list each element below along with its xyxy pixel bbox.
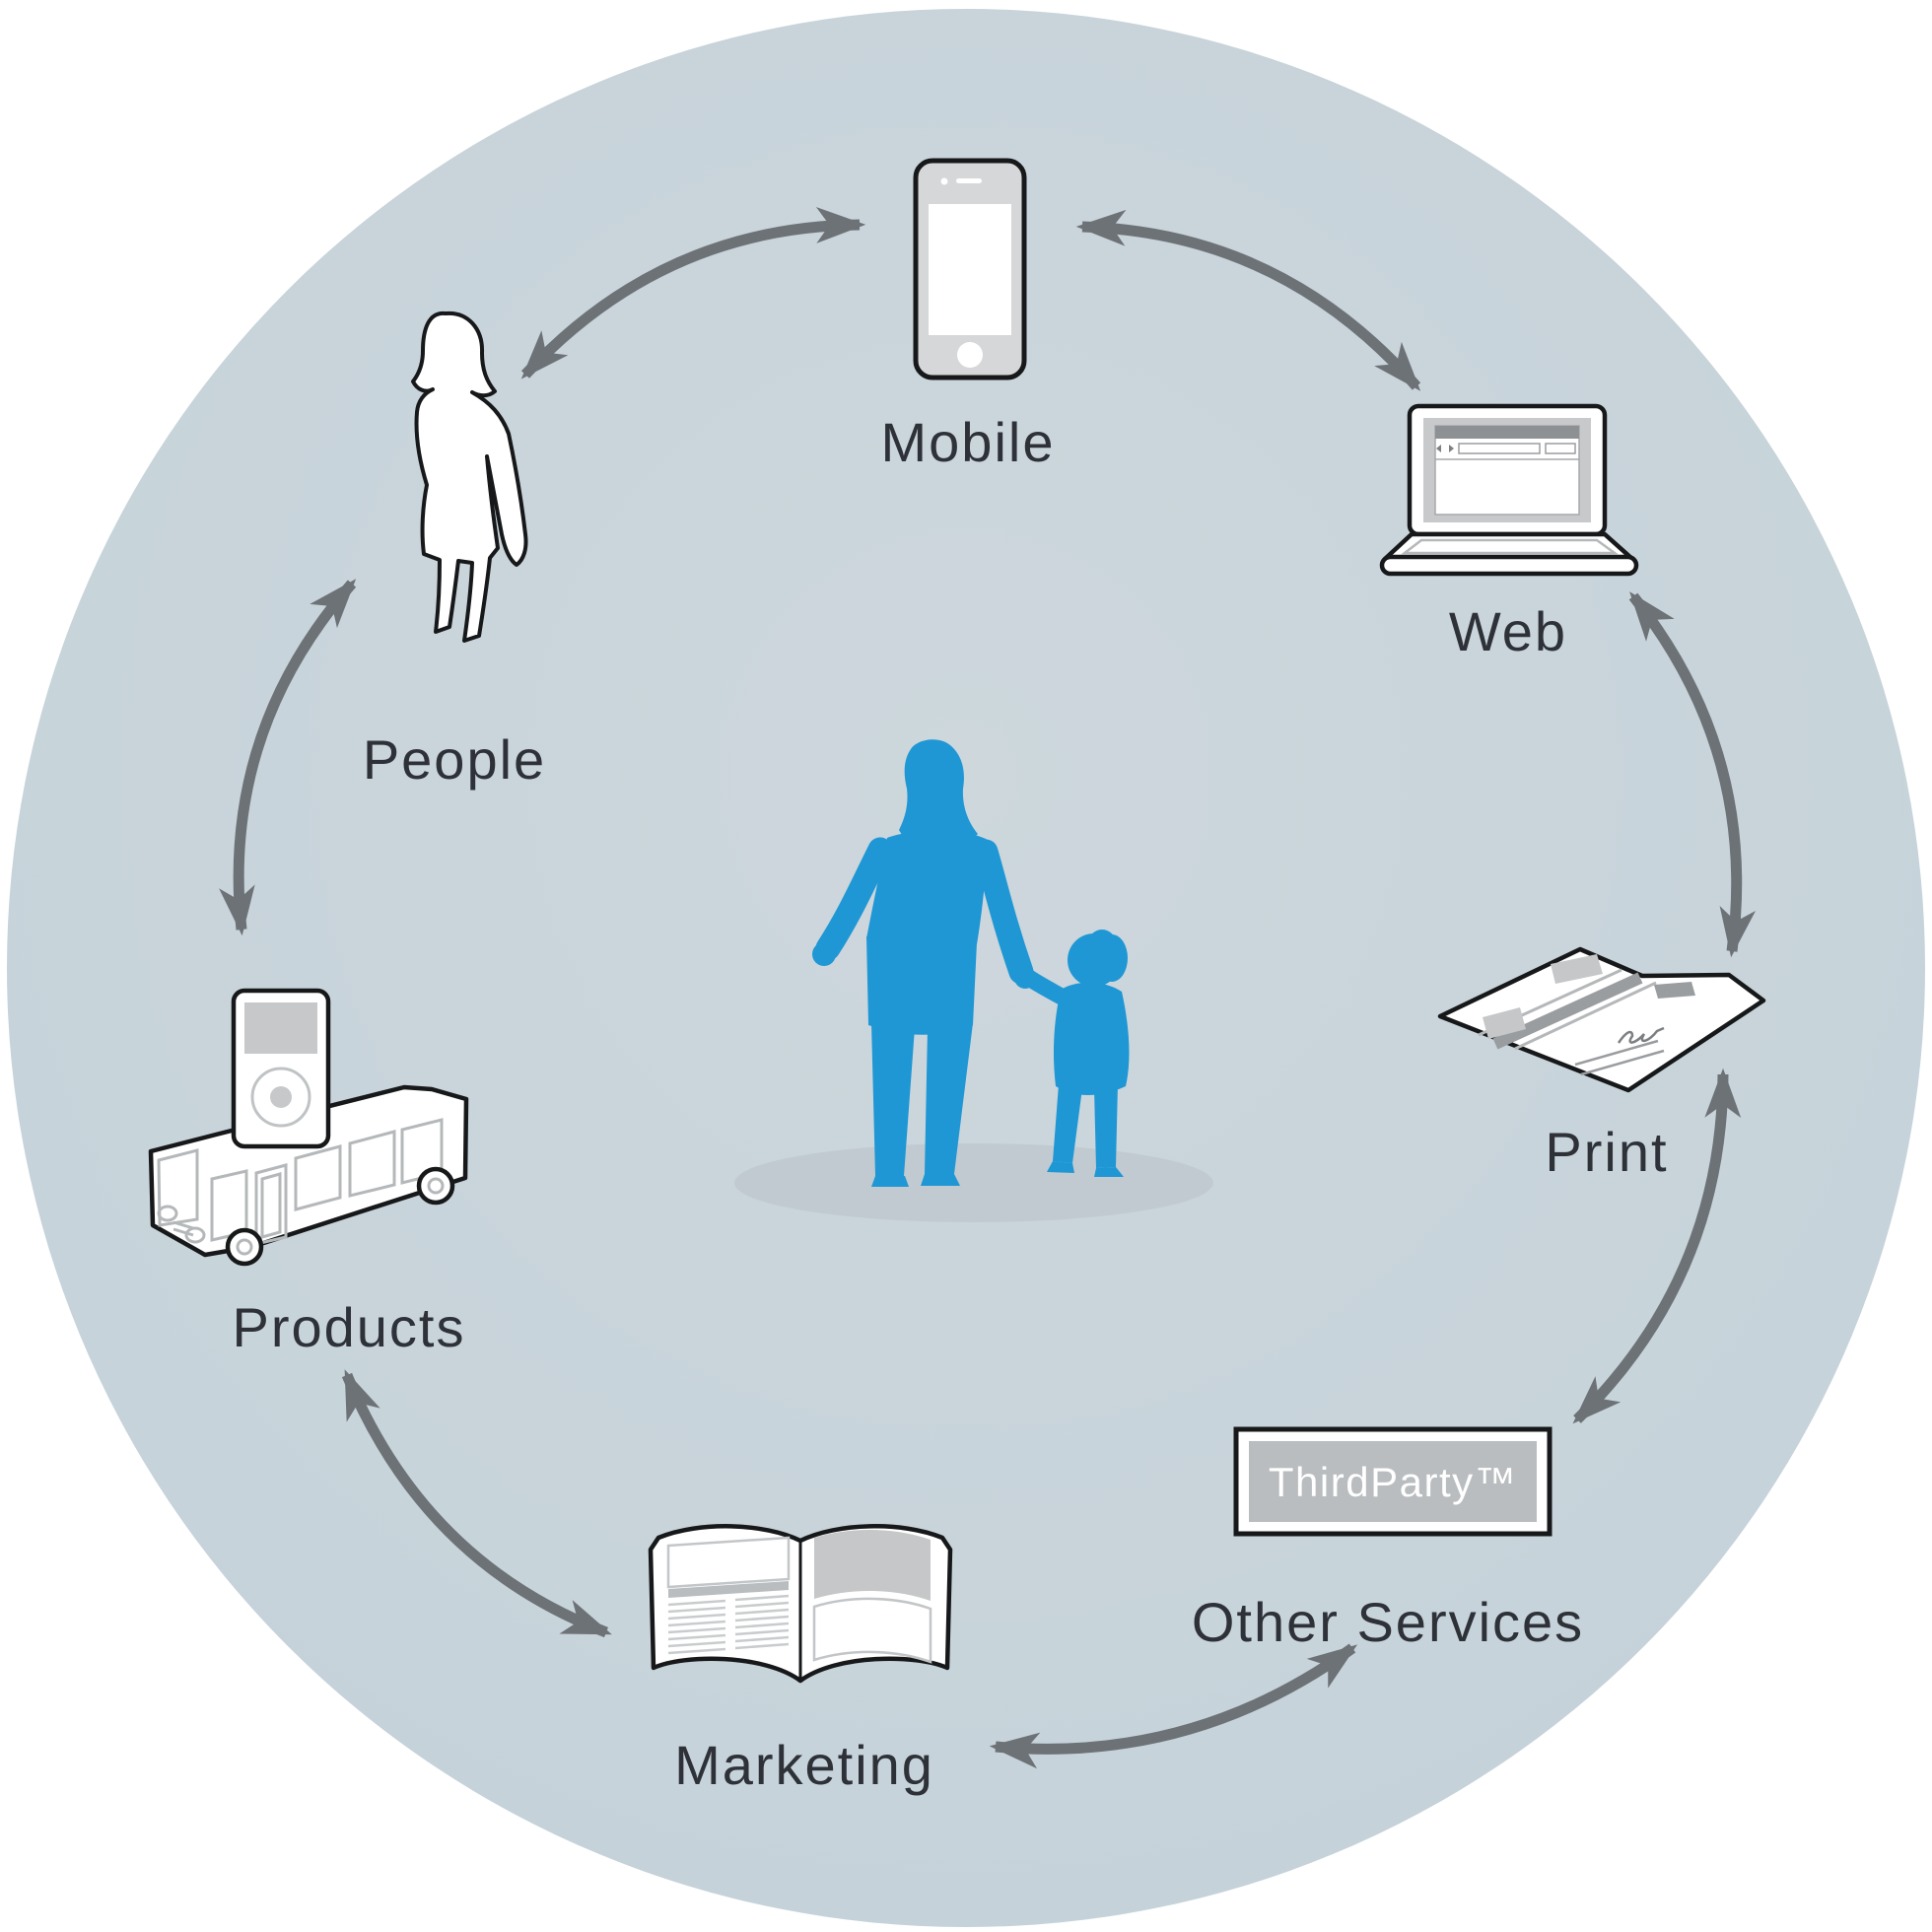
smartphone-icon [913, 158, 1027, 380]
connection-arrows [219, 207, 1757, 1769]
arrow-mobile-web [1075, 209, 1421, 391]
folded-brochure-icon [1437, 946, 1766, 1093]
ipod-on-bus-icon [148, 988, 469, 1267]
arrow-print-other-services [1572, 1068, 1742, 1424]
label-other-services: Other Services [1192, 1591, 1584, 1653]
laptop-browser-icon [1379, 403, 1639, 577]
open-magazine-icon [648, 1524, 953, 1684]
label-people: People [363, 728, 546, 791]
woman-silhouette-icon [411, 310, 528, 643]
label-web: Web [1449, 600, 1567, 662]
arrow-people-mobile [520, 207, 866, 380]
arrow-products-marketing [341, 1369, 612, 1638]
thirdparty-label: ThirdParty™ [1269, 1459, 1517, 1505]
label-products: Products [233, 1296, 466, 1358]
arrow-other-services-marketing [989, 1643, 1358, 1769]
label-marketing: Marketing [674, 1734, 934, 1796]
label-print: Print [1545, 1121, 1668, 1183]
ground-shadow [734, 1143, 1213, 1222]
mother-and-child-silhouette [734, 739, 1213, 1222]
thirdparty-logo-box-icon: ThirdParty™ [1233, 1426, 1552, 1537]
arrow-web-print [1628, 591, 1757, 958]
arrow-people-products [219, 579, 357, 936]
label-mobile: Mobile [881, 411, 1056, 473]
